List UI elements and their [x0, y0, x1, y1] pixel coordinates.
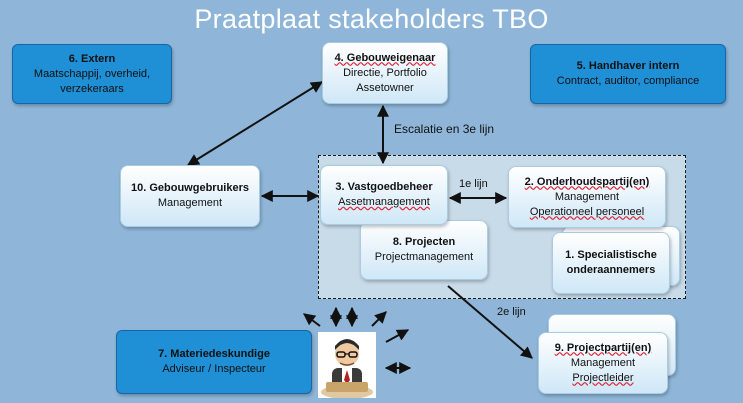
box-handhaver-sub1: Contract, auditor, compliance — [556, 75, 700, 87]
box-gebouwgebruikers-sub1: Management — [157, 197, 223, 209]
arrow-gebouweigenaar-gebruikers — [186, 81, 324, 166]
box-projecten-title: 8. Projecten — [392, 236, 456, 248]
box-projectpartij-title: 9. Projectpartij(en) — [554, 341, 652, 354]
box-onderhoudspartij-sub2: Operationeel personeel — [529, 205, 645, 218]
box-gebouweigenaar-title: 4. Gebouweigenaar — [334, 51, 436, 64]
box-onderhoudspartij: 2. Onderhoudspartij(en) Management Opera… — [508, 166, 666, 228]
label-lijn1: 1e lijn — [459, 178, 488, 190]
box-materiedeskundige-title: 7. Materiedeskundige — [158, 348, 270, 360]
label-escalatie: Escalatie en 3e lijn — [394, 122, 495, 136]
label-lijn2: 2e lijn — [497, 306, 526, 318]
box-gebouwgebruikers-title: 10. Gebouwgebruikers — [131, 182, 249, 194]
box-specialistische-sub1: onderaannemers — [566, 264, 656, 276]
arrow-person-ne — [371, 311, 387, 327]
person-icon — [321, 339, 373, 399]
box-gebouweigenaar-sub2: Assetowner — [356, 81, 414, 94]
arrow-projecten-projectpartij — [447, 285, 533, 359]
arrow-person-nw — [303, 313, 321, 327]
box-extern-sub2: verzekeraars — [60, 82, 124, 95]
box-vastgoedbeheer: 3. Vastgoedbeheer Assetmanagement — [320, 165, 448, 225]
box-projecten-sub1: Projectmanagement — [374, 251, 474, 263]
box-gebouweigenaar: 4. Gebouweigenaar Directie, Portfolio As… — [322, 42, 448, 104]
page-title: Praatplaat stakeholders TBO — [0, 4, 743, 35]
box-materiedeskundige: 7. Materiedeskundige Adviseur / Inspecte… — [116, 330, 312, 394]
arrow-person-e1 — [385, 329, 410, 343]
box-projecten: 8. Projecten Projectmanagement — [360, 220, 488, 280]
box-gebouweigenaar-sub1: Directie, Portfolio — [343, 66, 427, 79]
box-handhaver: 5. Handhaver intern Contract, auditor, c… — [530, 44, 726, 104]
box-gebouwgebruikers: 10. Gebouwgebruikers Management — [120, 165, 260, 227]
box-projectpartij-sub1: Management — [570, 356, 636, 369]
page-title-text: Praatplaat stakeholders TBO — [194, 4, 549, 34]
box-vastgoedbeheer-sub1: Assetmanagement — [338, 196, 430, 208]
box-materiedeskundige-sub1: Adviseur / Inspecteur — [162, 363, 266, 375]
box-projectpartij-sub2: Projectleider — [572, 371, 634, 384]
box-onderhoudspartij-sub1: Management — [554, 190, 620, 203]
expert-person-illustration — [318, 332, 376, 399]
box-vastgoedbeheer-title: 3. Vastgoedbeheer — [335, 181, 433, 193]
box-onderhoudspartij-title: 2. Onderhoudspartij(en) — [524, 175, 650, 188]
box-handhaver-title: 5. Handhaver intern — [576, 60, 680, 72]
box-extern-title: 6. Extern — [68, 52, 116, 65]
box-specialistische-title: 1. Specialistische — [565, 249, 657, 261]
box-projectpartij: 9. Projectpartij(en) Management Projectl… — [538, 332, 668, 394]
box-specialistische: 1. Specialistische onderaannemers — [552, 232, 670, 294]
box-extern-sub1: Maatschappij, overheid, — [33, 67, 151, 80]
box-extern: 6. Extern Maatschappij, overheid, verzek… — [12, 44, 172, 104]
